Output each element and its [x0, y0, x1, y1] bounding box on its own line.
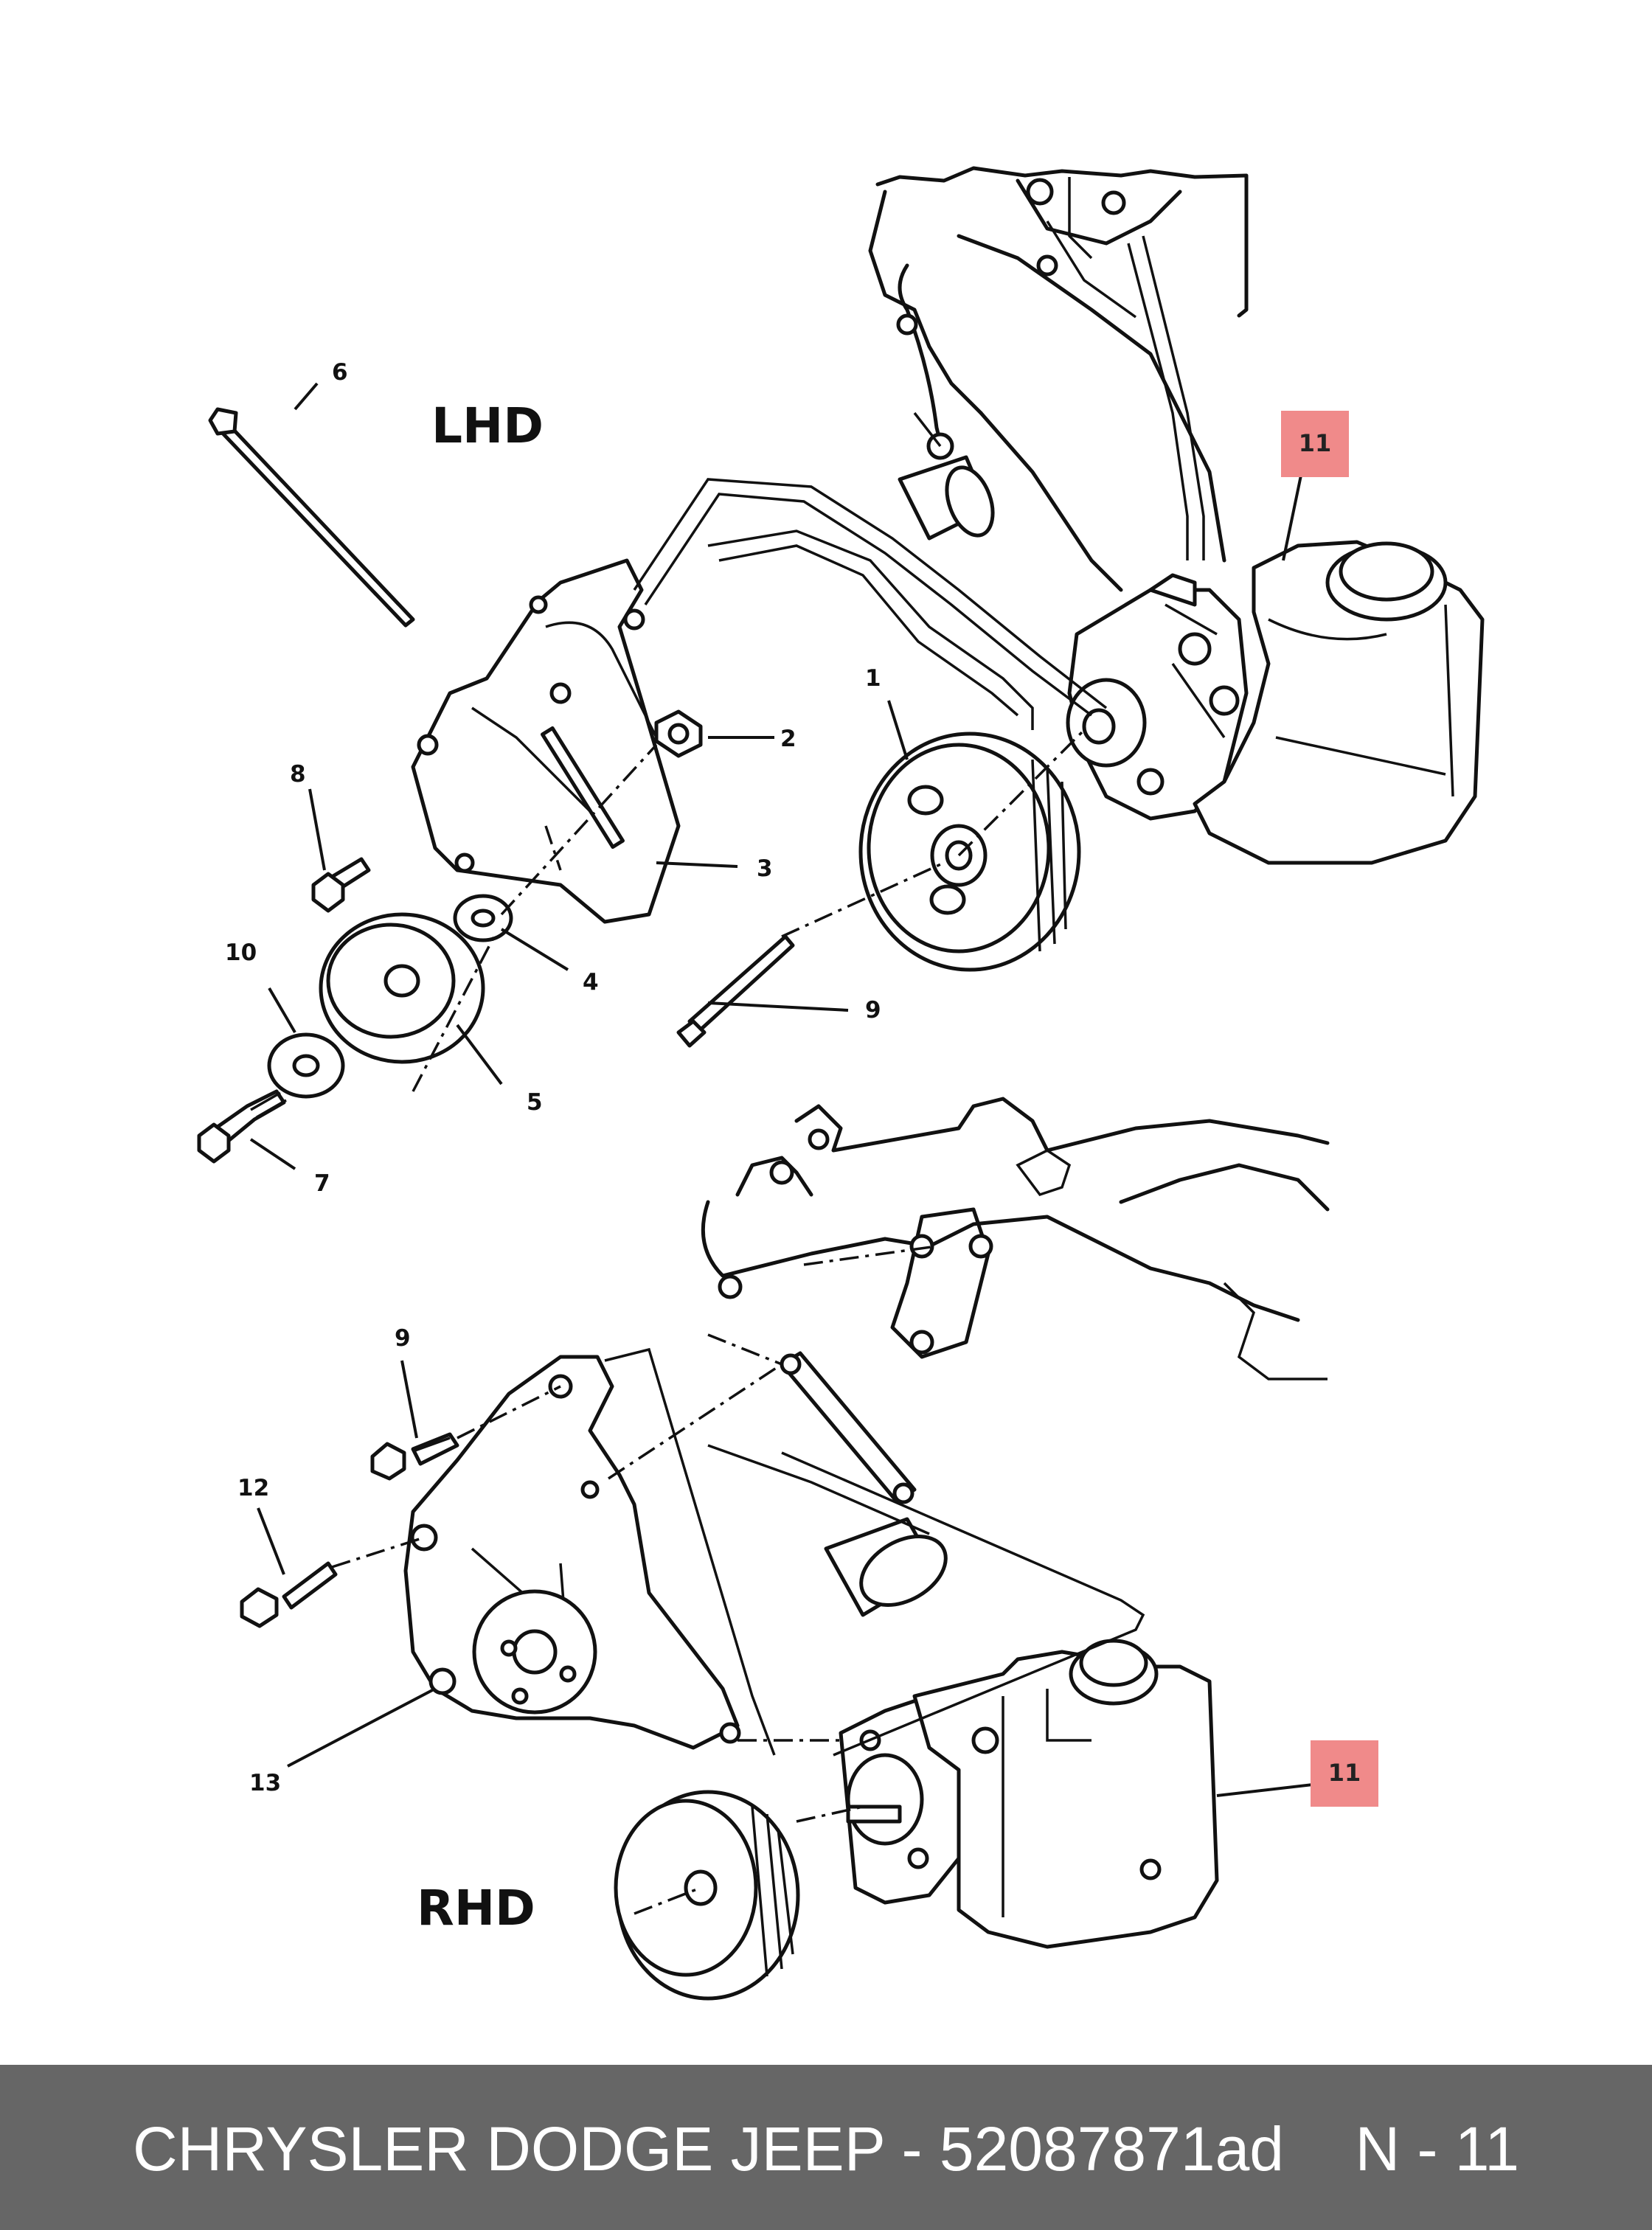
lhd-assembly: 1 2 3 4 5 6 7 8 9 10 11 LHD: [197, 166, 1485, 1197]
rhd-center-lines: [331, 1245, 937, 1915]
rhd-callout-11-box: 11: [1311, 1740, 1378, 1807]
lhd-idler-pulley: [319, 912, 485, 1064]
lhd-callout-11: 11: [1299, 429, 1332, 457]
lhd-callout-9: 9: [865, 997, 881, 1024]
lhd-engine-block: [868, 166, 1249, 592]
lhd-belt-routing: [633, 235, 1205, 730]
rhd-engine-block: [701, 1097, 1330, 1380]
lhd-center-lines: [412, 729, 1086, 1092]
lhd-bolt-8: [311, 857, 371, 913]
rhd-callout-9: 9: [395, 1325, 411, 1352]
lhd-washer: [267, 1032, 345, 1099]
rhd-reservoir: [912, 1639, 1219, 1949]
lhd-callout-1: 1: [865, 665, 881, 692]
rhd-assembly: 9 12 13 11 RHD: [237, 1097, 1378, 2001]
rhd-pump-pulley: [614, 1790, 800, 2001]
rhd-bracket: [403, 1355, 741, 1750]
rhd-leaders: [257, 1360, 1313, 1797]
lhd-leaders: [249, 382, 1303, 1170]
lhd-hose-outlet: [898, 411, 995, 541]
footer-bar: CHRYSLER DODGE JEEP - 52087871ad N - 11: [0, 2065, 1652, 2230]
lhd-long-bolt: [208, 407, 415, 628]
lhd-callout-4: 4: [583, 969, 599, 996]
lhd-spacer: [453, 894, 513, 942]
lhd-section-label: LHD: [431, 397, 544, 454]
exploded-parts-diagram: 1 2 3 4 5 6 7 8 9 10 11 LHD: [197, 166, 1485, 2001]
footer-part-number: CHRYSLER DODGE JEEP - 52087871ad: [133, 2114, 1285, 2184]
lhd-callout-3: 3: [757, 855, 773, 882]
lhd-bolt-7: [197, 1089, 287, 1164]
lhd-pump-pulley: [858, 732, 1081, 972]
lhd-callout-10: 10: [225, 939, 257, 966]
lhd-pump-body: [1066, 573, 1249, 821]
lhd-callout-5: 5: [527, 1089, 543, 1116]
lhd-nut: [654, 709, 703, 758]
rhd-bolt-9: [370, 1432, 459, 1481]
lhd-callout-2: 2: [780, 726, 796, 752]
lhd-reservoir: [1193, 540, 1485, 865]
rhd-tensioner-rod: [780, 1351, 948, 1617]
footer-reference: N - 11: [1355, 2114, 1519, 2184]
lhd-callout-7: 7: [314, 1170, 330, 1197]
lhd-callout-8: 8: [290, 761, 306, 788]
lhd-bracket: [411, 558, 681, 924]
rhd-callout-12: 12: [237, 1475, 269, 1501]
rhd-callout-13: 13: [249, 1770, 281, 1796]
lhd-callout-11-box: 11: [1281, 411, 1349, 477]
rhd-section-label: RHD: [417, 1880, 535, 1937]
rhd-belt-routing: [604, 1347, 1145, 1757]
rhd-callout-11: 11: [1328, 1759, 1361, 1787]
lhd-callout-6: 6: [332, 359, 348, 386]
lhd-stud: [676, 934, 795, 1048]
rhd-bolt-12: [240, 1561, 338, 1628]
